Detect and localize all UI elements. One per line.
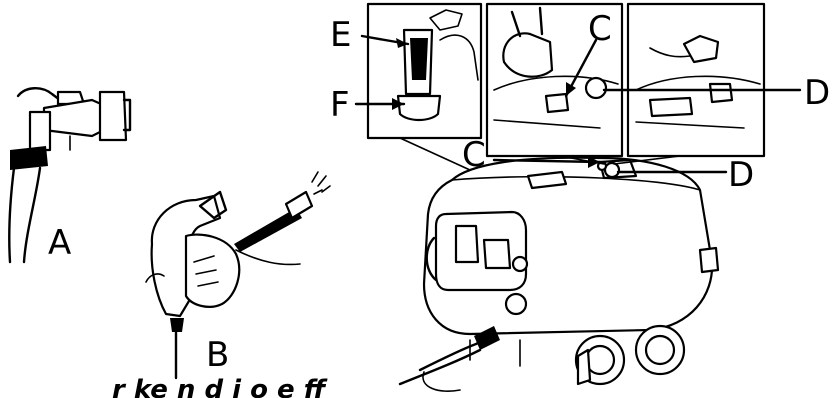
spray-gun-icon: [146, 172, 330, 378]
steam-cleaner-machine-icon: [400, 158, 718, 392]
inset-panel-ef: [368, 4, 481, 138]
label-e: E: [330, 15, 351, 55]
inset-connector: [400, 138, 470, 170]
label-c-inset: C: [588, 9, 612, 49]
label-f: F: [330, 85, 350, 125]
label-a: A: [48, 223, 71, 263]
inset-panel-d: [628, 4, 764, 156]
label-c-machine: C: [462, 135, 486, 175]
cut-off-caption: r ke n d i o e ff: [112, 375, 328, 398]
label-d-inset: D: [804, 73, 830, 113]
label-d-machine: D: [728, 155, 754, 195]
label-b: B: [206, 335, 229, 375]
